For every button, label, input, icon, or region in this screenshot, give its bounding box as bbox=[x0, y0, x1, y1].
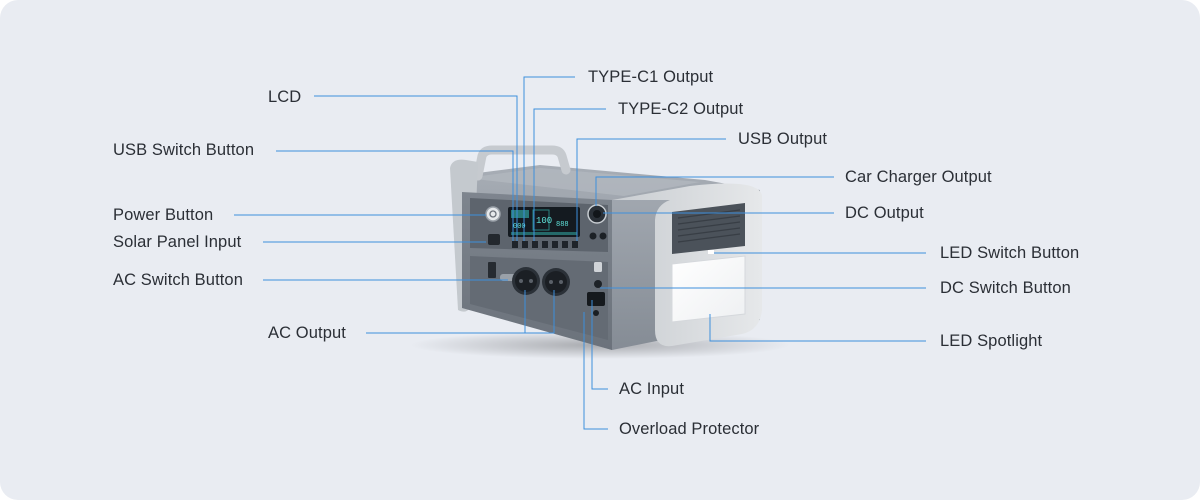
leader-car-charger-output bbox=[595, 176, 834, 206]
leader-usb-output bbox=[576, 138, 726, 241]
leader-ac-input bbox=[591, 300, 608, 390]
ac-input-port bbox=[587, 292, 605, 306]
power-icon bbox=[489, 210, 497, 218]
label-led-spotlight: LED Spotlight bbox=[940, 332, 1043, 350]
ac-switch bbox=[488, 262, 496, 278]
lcd-readout-1: 100 bbox=[536, 216, 552, 226]
label-usb-switch-button: USB Switch Button bbox=[113, 141, 255, 159]
leader-lcd bbox=[314, 95, 518, 241]
car-charger-socket bbox=[593, 210, 601, 218]
label-overload-protector: Overload Protector bbox=[619, 420, 760, 438]
lcd-segment bbox=[511, 210, 529, 218]
label-ac-output: AC Output bbox=[268, 324, 346, 342]
label-power-button: Power Button bbox=[113, 206, 214, 224]
label-lcd: LCD bbox=[268, 88, 302, 106]
dc-port bbox=[589, 232, 597, 240]
label-ac-switch-button: AC Switch Button bbox=[113, 271, 243, 289]
leader-led-spotlight bbox=[709, 314, 926, 342]
label-dc-switch-button: DC Switch Button bbox=[940, 279, 1071, 297]
label-led-switch-button: LED Switch Button bbox=[940, 244, 1080, 262]
lcd-readout-3: 888 bbox=[556, 221, 569, 229]
lcd-readout-2: 000 bbox=[513, 223, 526, 231]
label-type-c2-output: TYPE-C2 Output bbox=[618, 100, 744, 118]
lcd-bar bbox=[511, 232, 577, 235]
lcd-segment bbox=[532, 209, 550, 231]
power-station: 100 000 888 bbox=[450, 145, 762, 350]
label-dc-output: DC Output bbox=[845, 204, 924, 222]
led-switch bbox=[594, 262, 602, 272]
solar-input-port bbox=[488, 234, 500, 245]
label-solar-panel-input: Solar Panel Input bbox=[113, 233, 242, 251]
label-usb-output: USB Output bbox=[738, 130, 828, 148]
leader-usb-switch-button bbox=[276, 150, 514, 241]
vent-window bbox=[672, 203, 745, 254]
led-spotlight-panel bbox=[671, 255, 746, 323]
usb-port-row bbox=[512, 241, 578, 248]
vent-slots bbox=[677, 209, 741, 243]
label-type-c1-output: TYPE-C1 Output bbox=[588, 68, 714, 86]
dc-port bbox=[599, 232, 607, 240]
label-ac-input: AC Input bbox=[619, 380, 685, 398]
leader-type-c2-output bbox=[533, 108, 606, 241]
label-car-charger-output: Car Charger Output bbox=[845, 168, 992, 186]
led-switch-button bbox=[708, 250, 714, 254]
leader-type-c1-output bbox=[523, 76, 575, 241]
leader-lines bbox=[234, 76, 926, 430]
leader-ac-output bbox=[366, 290, 555, 334]
leader-overload-protector bbox=[583, 312, 608, 430]
overload-protector bbox=[593, 310, 599, 316]
dc-switch bbox=[594, 280, 602, 288]
power-button bbox=[485, 206, 501, 222]
carry-handle bbox=[473, 145, 571, 181]
